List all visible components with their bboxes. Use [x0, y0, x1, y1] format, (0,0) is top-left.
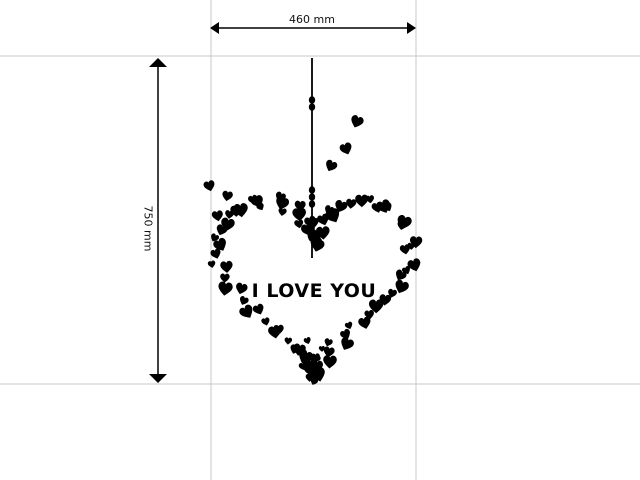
wreath-heart: [365, 194, 375, 204]
wreath-heart: [219, 273, 230, 283]
love-text: I LOVE YOU: [251, 280, 377, 302]
wreath-heart: [345, 198, 357, 210]
wreath-heart: [251, 302, 266, 317]
wreath-heart: [267, 325, 283, 340]
wreath-heart: [260, 316, 271, 327]
wreath-heart: [322, 354, 338, 369]
width-dimension-arrow: [210, 22, 416, 34]
height-dimension-label: 750 mm: [141, 205, 155, 252]
height-dimension-arrow: [149, 58, 167, 383]
wreath-heart: [338, 335, 356, 353]
wreath-heart: [219, 260, 234, 274]
wreath-heart: [207, 260, 217, 269]
wreath-heart: [323, 337, 334, 348]
wreath-heart: [344, 321, 354, 331]
wreath-heart: [277, 207, 288, 217]
wreath-heart: [237, 303, 257, 322]
wreath-heart: [303, 336, 313, 346]
width-dimension-label: 460 mm: [289, 13, 335, 26]
wreath-heart: [292, 207, 307, 222]
wreath-heart: [284, 337, 293, 345]
wreath-heart: [217, 280, 234, 297]
